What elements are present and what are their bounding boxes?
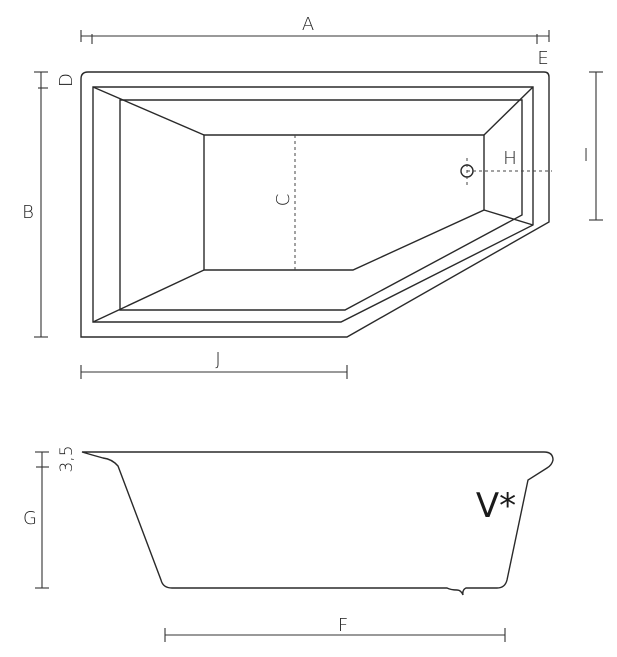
tub-side-profile — [81, 451, 554, 596]
dimension-a — [80, 30, 550, 44]
label-rim: 3,5 — [57, 445, 77, 472]
label-j: J — [215, 349, 220, 370]
label-f: F — [338, 615, 348, 636]
corner-slope-line — [92, 269, 205, 323]
dimension-b — [34, 71, 48, 338]
corner-slope-line — [483, 209, 534, 226]
basin-top-edge — [119, 99, 523, 311]
top-view — [80, 71, 552, 338]
label-b: B — [22, 202, 34, 223]
dimension-g — [35, 451, 49, 589]
label-c: C — [273, 194, 294, 207]
dimension-f — [164, 628, 506, 642]
model-label: V* — [476, 486, 516, 526]
label-d: D — [56, 73, 77, 87]
label-e: E — [537, 48, 548, 69]
label-i: I — [583, 145, 588, 166]
dimension-j — [80, 365, 348, 379]
label-a: A — [302, 14, 314, 35]
basin-floor — [203, 134, 485, 271]
dimension-i — [589, 71, 603, 221]
label-g: G — [23, 508, 37, 529]
label-h: H — [503, 148, 517, 169]
corner-slope-line — [92, 86, 205, 136]
side-view — [81, 451, 554, 596]
tub-rim-inner-edge — [92, 86, 534, 323]
tub-outer-outline — [80, 71, 550, 338]
corner-slope-line — [483, 86, 534, 136]
